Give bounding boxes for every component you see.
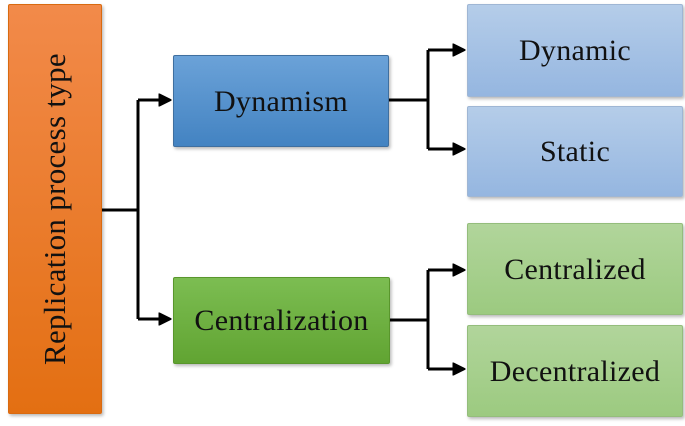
node-decentralized: Decentralized: [467, 325, 683, 417]
node-static: Static: [467, 106, 683, 197]
node-label-centralized: Centralized: [504, 252, 646, 286]
node-label-dynamic: Dynamic: [518, 34, 632, 67]
node-centralized: Centralized: [467, 223, 683, 315]
node-label-decentralized: Decentralized: [489, 354, 661, 388]
connector-dynamism-trunk: [389, 50, 430, 149]
connector-centralization-trunk: [390, 270, 430, 369]
node-centralization: Centralization: [173, 277, 390, 364]
node-label-centralization: Centralization: [194, 304, 369, 337]
node-dynamism: Dynamism: [173, 55, 389, 147]
connector-root-trunk: [102, 100, 140, 319]
node-dynamic: Dynamic: [467, 4, 683, 97]
node-label-replication-process-type: Replication process type: [36, 53, 72, 365]
node-replication-process-type: Replication process type: [8, 4, 102, 414]
node-label-static: Static: [539, 135, 611, 168]
node-label-dynamism: Dynamism: [213, 84, 349, 118]
